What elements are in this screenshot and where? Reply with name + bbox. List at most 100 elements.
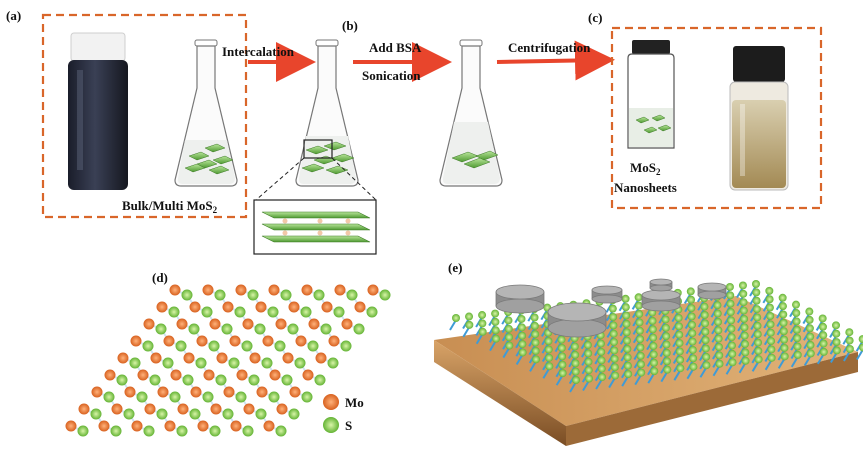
s-atom	[649, 333, 658, 342]
s-atom	[819, 339, 828, 348]
s-atom	[663, 357, 672, 366]
mo-atom	[235, 284, 247, 296]
mo-atom	[334, 284, 346, 296]
s-atom	[845, 336, 854, 345]
s-atom	[300, 306, 312, 318]
s-atom	[281, 374, 293, 386]
s-atom	[792, 325, 801, 334]
s-atom	[623, 353, 632, 362]
s-atom	[648, 325, 657, 334]
s-atom	[136, 391, 148, 403]
mo-atom	[98, 420, 110, 432]
s-atom	[208, 340, 220, 352]
panel-a-label: (a)	[6, 8, 21, 23]
s-atom	[728, 349, 737, 358]
mo-atom	[202, 284, 214, 296]
s-atom	[583, 341, 592, 350]
s-atom	[275, 425, 287, 437]
s-atom	[366, 306, 378, 318]
s-atom	[491, 317, 500, 326]
s-atom	[478, 311, 487, 320]
s-atom	[557, 335, 566, 344]
s-atom	[504, 324, 513, 333]
s-atom	[778, 302, 787, 311]
s-atom	[478, 319, 487, 328]
s-atom	[805, 324, 814, 333]
s-atom	[832, 338, 841, 347]
s-atom	[792, 309, 801, 318]
mo-atom	[262, 335, 274, 347]
s-atom	[609, 312, 618, 321]
s-atom	[818, 322, 827, 331]
s-atom	[715, 351, 724, 360]
s-atom	[752, 280, 760, 288]
s-atom	[674, 313, 683, 322]
s-atom	[609, 321, 618, 330]
mo-atom	[117, 352, 129, 364]
s-atom	[753, 321, 762, 330]
mo-atom	[197, 420, 209, 432]
mo-atom	[236, 369, 248, 381]
s-atom	[175, 340, 187, 352]
s-atom	[713, 309, 722, 318]
mo-atom	[91, 386, 103, 398]
legend-mo-label: Mo	[345, 395, 364, 410]
s-atom	[465, 312, 474, 321]
zoom-selection-box	[303, 139, 333, 159]
s-atom	[570, 342, 579, 351]
s-atom	[222, 408, 234, 420]
s-atom	[280, 289, 292, 301]
disc-mid	[591, 285, 623, 304]
s-atom	[261, 357, 273, 369]
s-atom	[518, 331, 527, 340]
mo-atom	[111, 403, 123, 415]
s-atom	[504, 316, 513, 325]
s-atom	[754, 346, 763, 355]
s-atom	[517, 314, 526, 323]
s-atom	[687, 320, 696, 329]
s-atom	[584, 366, 593, 375]
s-atom	[149, 374, 161, 386]
add-bsa-label: Add BSA	[369, 40, 422, 55]
s-atom	[779, 310, 788, 319]
mo-atom	[328, 335, 340, 347]
s-atom	[635, 310, 644, 319]
s-atom	[182, 374, 194, 386]
s-atom	[452, 314, 460, 322]
s-atom	[858, 335, 863, 344]
s-atom	[610, 346, 619, 355]
s-atom	[700, 302, 709, 311]
s-atom	[767, 345, 776, 354]
s-atom	[621, 303, 630, 312]
s-atom	[805, 307, 814, 316]
mo-atom	[354, 301, 366, 313]
s-atom	[752, 296, 761, 305]
s-atom	[778, 293, 787, 302]
s-atom	[267, 306, 279, 318]
s-atom	[333, 306, 345, 318]
s-atom	[214, 289, 226, 301]
s-atom	[687, 304, 696, 313]
s-atom	[188, 323, 200, 335]
s-atom	[621, 294, 630, 303]
mo-atom	[302, 369, 314, 381]
s-atom	[728, 358, 737, 367]
s-atom	[766, 320, 775, 329]
s-atom	[623, 344, 632, 353]
s-atom	[806, 341, 815, 350]
mo-atom	[321, 301, 333, 313]
s-atom	[624, 370, 633, 379]
mo-atom	[183, 352, 195, 364]
mo-atom	[289, 386, 301, 398]
mo-atom	[170, 369, 182, 381]
mo-atom	[255, 301, 267, 313]
s-atom	[661, 315, 670, 324]
flask-b	[295, 39, 359, 187]
intercalation-label: Intercalation	[222, 44, 295, 59]
s-atom	[623, 361, 632, 370]
legend-s-label: S	[345, 418, 352, 433]
s-atom	[688, 337, 697, 346]
s-atom	[346, 289, 358, 301]
s-atom	[700, 319, 709, 328]
mo-atom	[124, 386, 136, 398]
